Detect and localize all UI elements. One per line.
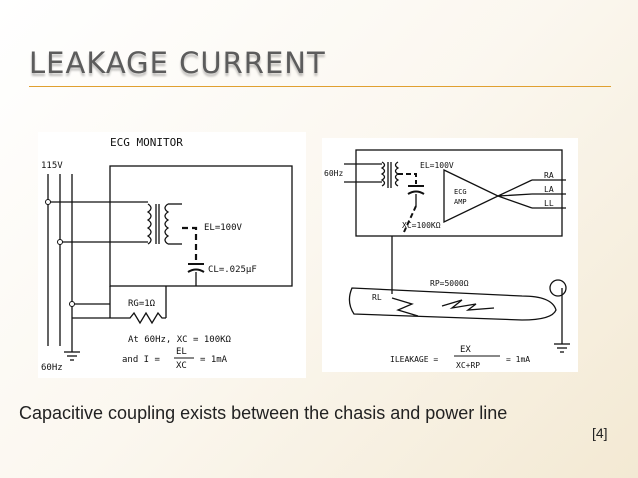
title-underline [29, 86, 611, 87]
leakage-path-figure: 60Hz EL=100V ECG AMP RA LA LL XC=100KΩ R… [322, 138, 578, 372]
ecg-amp-label-1: ECG [454, 188, 467, 196]
calc-line-1: At 60Hz, XC = 100KΩ [128, 335, 232, 345]
el-voltage-label: EL=100V [204, 223, 243, 233]
rl-label: RL [372, 293, 382, 302]
ecg-amp-label-2: AMP [454, 198, 467, 206]
cl-capacitance-label: CL=.025μF [208, 265, 257, 275]
reference-marker: [4] [592, 425, 608, 441]
lead-ra-label: RA [544, 171, 554, 180]
formula-lhs: ILEAKAGE = [390, 355, 438, 364]
ecg-monitor-heading: ECG MONITOR [110, 136, 183, 149]
lead-la-label: LA [544, 185, 554, 194]
lead-ll-label: LL [544, 199, 554, 208]
formula-numerator: EX [460, 345, 471, 355]
mains-frequency-label: 60Hz [324, 169, 343, 178]
xc-impedance-label: XC=100KΩ [402, 221, 441, 230]
leakage-path-schematic: 60Hz EL=100V ECG AMP RA LA LL XC=100KΩ R… [324, 149, 570, 370]
calc-numerator: EL [176, 347, 187, 357]
calc-line-2: and I = [122, 355, 161, 365]
ecg-monitor-schematic: ECG MONITOR 115V 60Hz EL=100V CL=.025μF … [41, 136, 293, 373]
formula-result: = 1mA [506, 355, 530, 364]
ecg-monitor-figure: ECG MONITOR 115V 60Hz EL=100V CL=.025μF … [38, 132, 306, 378]
rp-resistance-label: RP=5000Ω [430, 279, 469, 288]
supply-voltage-label: 115V [41, 161, 63, 171]
calc-result: = 1mA [200, 355, 228, 365]
el-voltage-label-right: EL=100V [420, 161, 454, 170]
slide-caption: Capacitive coupling exists between the c… [19, 403, 508, 423]
frequency-label: 60Hz [41, 363, 63, 373]
slide-title: LEAKAGE CURRENT [29, 46, 326, 80]
formula-denominator: XC+RP [456, 361, 480, 370]
rg-resistance-label: RG=1Ω [128, 299, 156, 309]
calc-denominator: XC [176, 361, 187, 371]
